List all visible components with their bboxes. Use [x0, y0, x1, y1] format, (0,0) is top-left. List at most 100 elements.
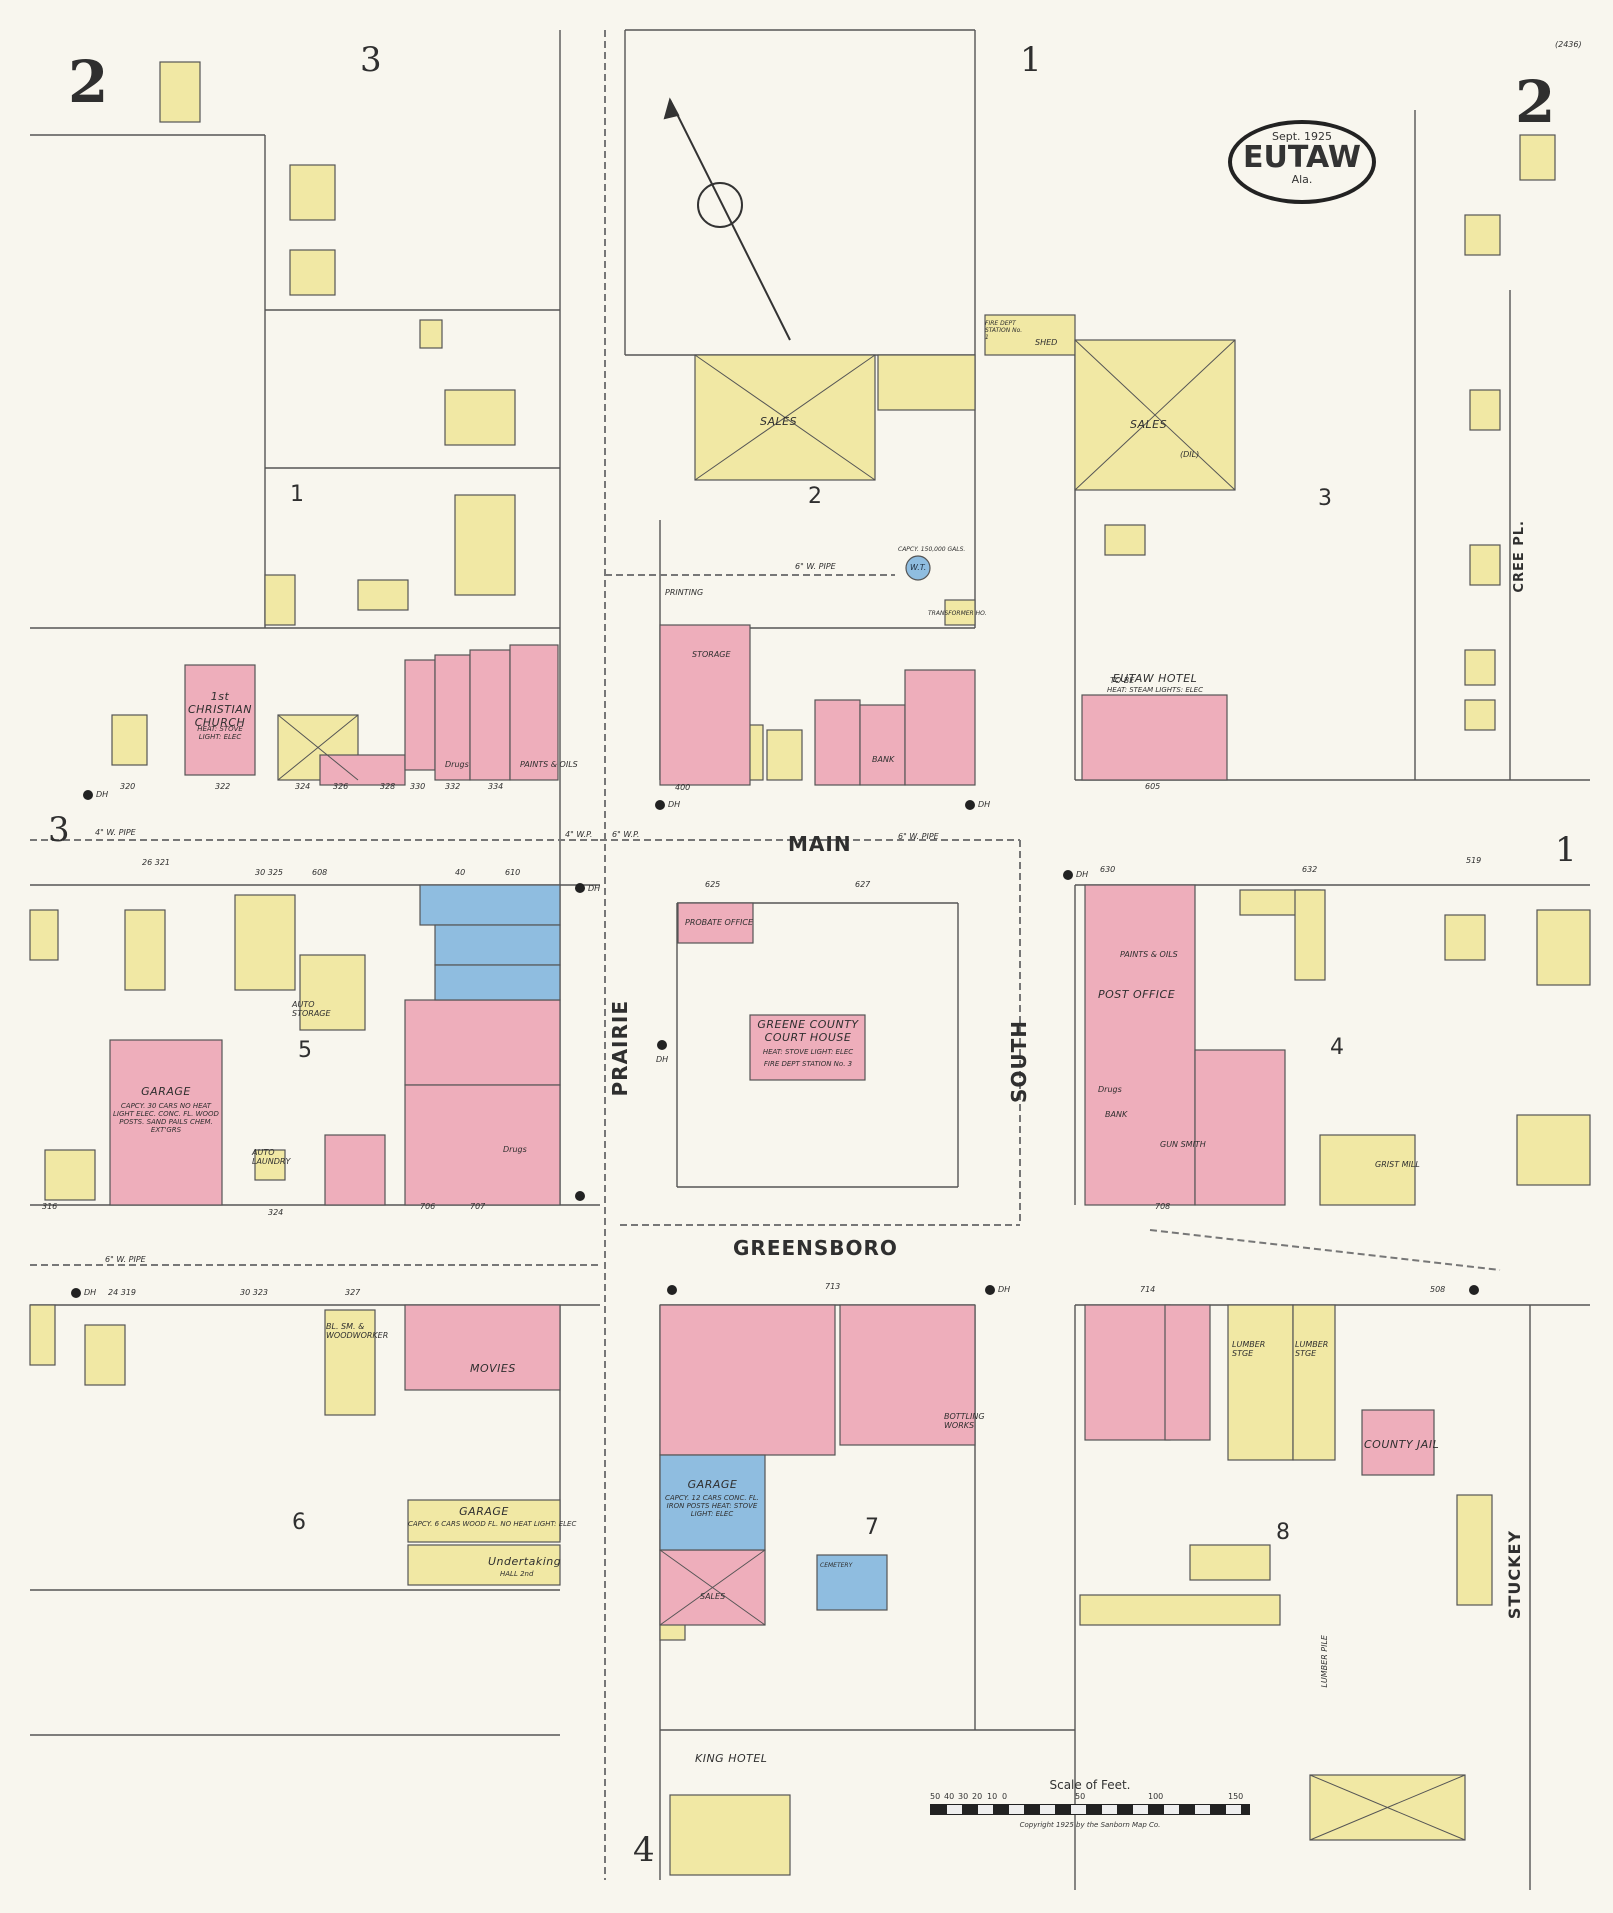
transformer-label: TRANSFORMER HO. [928, 610, 987, 617]
house-number: 24 319 [108, 1288, 136, 1297]
sheet-number-left: 2 [68, 48, 109, 116]
scale-tick: 100 [1148, 1792, 1164, 1801]
house-number: 708 [1155, 1202, 1171, 1211]
eutaw-hotel-sub: HEAT: STEAM LIGHTS: ELEC [1107, 686, 1203, 694]
adjacent-sheet-top: 3 [360, 40, 382, 80]
garage-sub: CAPCY. 12 CARS CONC. FL. IRON POSTS HEAT… [664, 1494, 760, 1518]
house-number: 627 [855, 880, 871, 889]
street-south: SOUTH [1007, 1020, 1031, 1104]
street-greensboro: GREENSBORO [733, 1236, 898, 1260]
house-number: 332 [445, 782, 461, 791]
block-number: 6 [292, 1510, 306, 1535]
state-name: Ala. [1291, 173, 1313, 186]
blacksmith-label: BL. SM. & WOODWORKER [326, 1322, 389, 1340]
copyright: Copyright 1925 by the Sanborn Map Co. [1019, 1821, 1161, 1829]
sales-label: SALES [1130, 418, 1168, 431]
title-cartouche: Sept. 1925 EUTAW Ala. [1228, 120, 1376, 204]
scale-ticks: 50 40 30 20 10 0 50 100 150 [930, 1792, 1250, 1804]
auto-storage-label: AUTO STORAGE [292, 1000, 331, 1018]
drugs-label: Drugs [503, 1145, 527, 1154]
house-number: 330 [410, 782, 426, 791]
house-number: 630 [1100, 865, 1116, 874]
scale-graphic [930, 1804, 1250, 1815]
fire-dept-label: FIRE DEPT STATION No. 3 [763, 1060, 853, 1068]
auto-laundry-label: AUTO LAUNDRY [252, 1148, 291, 1166]
lumber-storage-label: LUMBER STGE [1232, 1340, 1266, 1358]
pipe-label: 6" W.P. [612, 830, 640, 839]
street-prairie: PRAIRIE [608, 1000, 632, 1097]
court-house-sub: HEAT: STOVE LIGHT: ELEC [762, 1048, 854, 1056]
house-number: 322 [215, 782, 231, 791]
fire-station-label: FIRE DEPT STATION No. 1 [985, 320, 1023, 341]
block-number: 2 [808, 484, 822, 509]
house-number: 316 [42, 1202, 58, 1211]
court-house-label: GREENE COUNTY COURT HOUSE [757, 1018, 859, 1044]
garage-sub: CAPCY. 6 CARS WOOD FL. NO HEAT LIGHT: EL… [408, 1520, 577, 1528]
movies-label: MOVIES [470, 1362, 516, 1375]
sales-label: SALES [700, 1592, 726, 1601]
scale-tick: 40 [944, 1792, 955, 1801]
adjacent-sheet-right: 1 [1555, 830, 1577, 870]
house-number: 610 [505, 868, 521, 877]
adjacent-sheet-bottom: 4 [633, 1830, 655, 1870]
house-number: 706 [420, 1202, 436, 1211]
garage-label: GARAGE [459, 1505, 509, 1518]
house-number: 26 321 [142, 858, 170, 867]
house-number: 605 [1145, 782, 1161, 791]
hydrant-label: DH [998, 1285, 1011, 1294]
bank-label: BANK [1105, 1110, 1128, 1119]
house-number: 326 [333, 782, 349, 791]
house-number: 320 [120, 782, 136, 791]
garage-label: GARAGE [141, 1085, 191, 1098]
pipe-label: 6" W. PIPE [105, 1255, 146, 1264]
hydrant-label: DH [588, 884, 601, 893]
water-tank-sub: CAPCY. 150,000 GALS. [898, 546, 966, 553]
lumber-pile-label: LUMBER PILE [1320, 1635, 1329, 1688]
hydrant-label: DH [84, 1288, 97, 1297]
probate-office-label: PROBATE OFFICE [685, 918, 754, 927]
house-number: 625 [705, 880, 721, 889]
eutaw-hotel-pre: TO BE [1110, 676, 1135, 685]
scale-tick: 50 [1075, 1792, 1086, 1801]
scale-tick: 30 [958, 1792, 969, 1801]
sales-sub: (DIL) [1180, 450, 1200, 459]
shed-label: SHED [1035, 338, 1058, 347]
block-number: 8 [1276, 1520, 1290, 1545]
house-number: 334 [488, 782, 504, 791]
christian-church-sub: HEAT: STOVE LIGHT: ELEC [197, 725, 243, 741]
block-number: 5 [298, 1038, 312, 1063]
pipe-label: 4" W.P. [565, 830, 593, 839]
paints-oils-label: PAINTS & OILS [1120, 950, 1178, 959]
house-number: 327 [345, 1288, 361, 1297]
map-date: Sept. 1925 [1271, 130, 1333, 143]
bottling-works-label: BOTTLING WORKS [944, 1412, 985, 1430]
house-number: 632 [1302, 865, 1318, 874]
undertaking-sub: HALL 2nd [500, 1570, 534, 1578]
sheet-code: (2436) [1555, 40, 1582, 49]
pipe-label: 6" W. PIPE [898, 832, 939, 841]
undertaking-label: Undertaking [488, 1555, 562, 1568]
post-office-label: POST OFFICE [1098, 988, 1176, 1001]
lumber-storage-label: LUMBER STGE [1295, 1340, 1329, 1358]
king-hotel-label: KING HOTEL [695, 1752, 768, 1765]
house-number: 40 [455, 868, 466, 877]
scale-tick: 50 [930, 1792, 941, 1801]
block-number: 4 [1330, 1035, 1344, 1060]
house-number: 714 [1140, 1285, 1156, 1294]
water-tank-label: W.T. [910, 563, 927, 572]
garage-sub: CAPCY. 30 CARS NO HEAT LIGHT ELEC. CONC.… [113, 1102, 219, 1134]
scale-bar: Scale of Feet. 50 40 30 20 10 0 50 100 1… [930, 1778, 1250, 1829]
scale-tick: 150 [1228, 1792, 1244, 1801]
house-number: 30 325 [255, 868, 283, 877]
block-number: 1 [290, 482, 304, 507]
garage-label: GARAGE [687, 1478, 738, 1491]
hydrant-label: DH [96, 790, 109, 799]
gun-smith-label: GUN SMITH [1160, 1140, 1206, 1149]
street-stuckey: STUCKEY [1505, 1530, 1524, 1620]
town-name: EUTAW [1243, 140, 1361, 175]
paints-oils-label: PAINTS & OILS [520, 760, 578, 769]
adjacent-sheet-left: 3 [48, 810, 70, 850]
house-number: 400 [675, 783, 691, 792]
